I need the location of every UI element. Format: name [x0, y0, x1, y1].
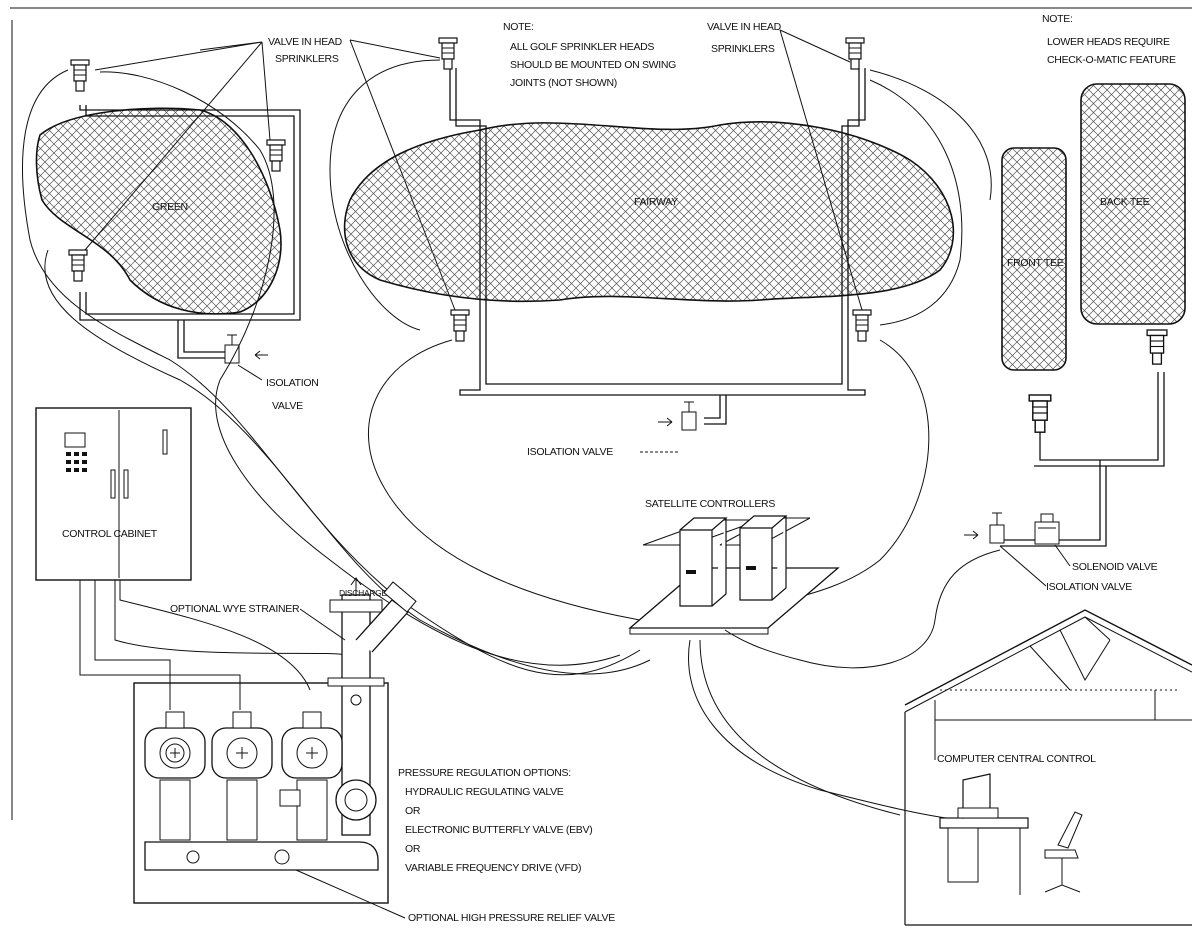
fairway-area: FAIRWAY ISOLATION VALVE	[345, 38, 954, 458]
isolation-valve-symbol	[658, 402, 696, 430]
pressure-regulation-line-2: HYDRAULIC REGULATING VALVE	[405, 786, 564, 798]
pressure-regulation-line-5: OR	[405, 843, 421, 855]
front-tee-label: FRONT TEE	[1007, 257, 1064, 269]
pressure-regulation-line-4: ELECTRONIC BUTTERFLY VALVE (EBV)	[405, 824, 592, 836]
tee-area: FRONT TEE BACK TEE SOLENOID VALVE ISOLAT…	[964, 84, 1185, 593]
discharge-label: DISCHARGE	[339, 588, 387, 598]
green-label: GREEN	[152, 201, 188, 213]
valve-in-head-right-label-1: VALVE IN HEAD	[707, 21, 782, 33]
sprinkler-head	[439, 38, 457, 69]
fairway-turf-shape	[345, 122, 954, 301]
note-lower-line-2: LOWER HEADS REQUIRE	[1047, 36, 1170, 48]
note-lower-line-3: CHECK-O-MATIC FEATURE	[1047, 54, 1176, 66]
note-lower-line-1: NOTE:	[1042, 13, 1073, 25]
note-golf-line-2: ALL GOLF SPRINKLER HEADS	[510, 41, 654, 53]
isolation-valve-symbol	[964, 513, 1004, 543]
relief-valve-label: OPTIONAL HIGH PRESSURE RELIEF VALVE	[408, 912, 615, 924]
satellite-controllers-label: SATELLITE CONTROLLERS	[645, 498, 775, 510]
valve-in-head-left-label-2: SPRINKLERS	[275, 53, 339, 65]
back-tee-label: BACK TEE	[1100, 196, 1150, 208]
computer-desk	[940, 774, 1028, 895]
sprinkler-head	[1029, 395, 1051, 432]
computer-central-control-label: COMPUTER CENTRAL CONTROL	[937, 753, 1096, 765]
pressure-regulation-line-6: VARIABLE FREQUENCY DRIVE (VFD)	[405, 862, 581, 874]
satellite-controllers: SATELLITE CONTROLLERS	[630, 498, 838, 634]
pump	[282, 712, 342, 840]
green-isolation-valve-label-1: ISOLATION	[266, 377, 319, 389]
tee-isolation-valve-label: ISOLATION VALVE	[1046, 581, 1132, 593]
computer-building: COMPUTER CENTRAL CONTROL	[905, 610, 1192, 925]
sprinkler-head	[853, 310, 871, 341]
note-golf-line-4: JOINTS (NOT SHOWN)	[510, 77, 617, 89]
isolation-valve-symbol	[225, 335, 268, 363]
note-golf-line-3: SHOULD BE MOUNTED ON SWING	[510, 59, 676, 71]
sprinkler-head	[69, 250, 87, 281]
green-area: GREEN ISOLATION VALVE	[36, 60, 318, 412]
valve-in-head-left-label-1: VALVE IN HEAD	[268, 36, 343, 48]
valve-in-head-right-label-2: SPRINKLERS	[711, 43, 775, 55]
sprinkler-head	[846, 38, 864, 69]
pressure-regulation-line-1: PRESSURE REGULATION OPTIONS:	[398, 767, 571, 779]
pump	[212, 712, 272, 840]
pressure-regulation-line-3: OR	[405, 805, 421, 817]
pump	[145, 712, 205, 840]
fairway-isolation-valve-label: ISOLATION VALVE	[527, 446, 613, 458]
sprinkler-head	[267, 140, 285, 171]
green-isolation-valve-label-2: VALVE	[272, 400, 303, 412]
fairway-label: FAIRWAY	[634, 196, 678, 208]
solenoid-valve-label: SOLENOID VALVE	[1072, 561, 1158, 573]
wye-strainer-label: OPTIONAL WYE STRAINER	[170, 603, 300, 615]
control-cabinet-label: CONTROL CABINET	[62, 528, 158, 540]
office-chair	[1045, 812, 1082, 892]
sprinkler-head	[71, 60, 89, 91]
sprinkler-head	[451, 310, 469, 341]
solenoid-valve-symbol	[1035, 514, 1059, 544]
note-golf-line-1: NOTE:	[503, 21, 534, 33]
sprinkler-head	[1147, 330, 1167, 364]
control-cabinet: CONTROL CABINET	[36, 408, 191, 580]
